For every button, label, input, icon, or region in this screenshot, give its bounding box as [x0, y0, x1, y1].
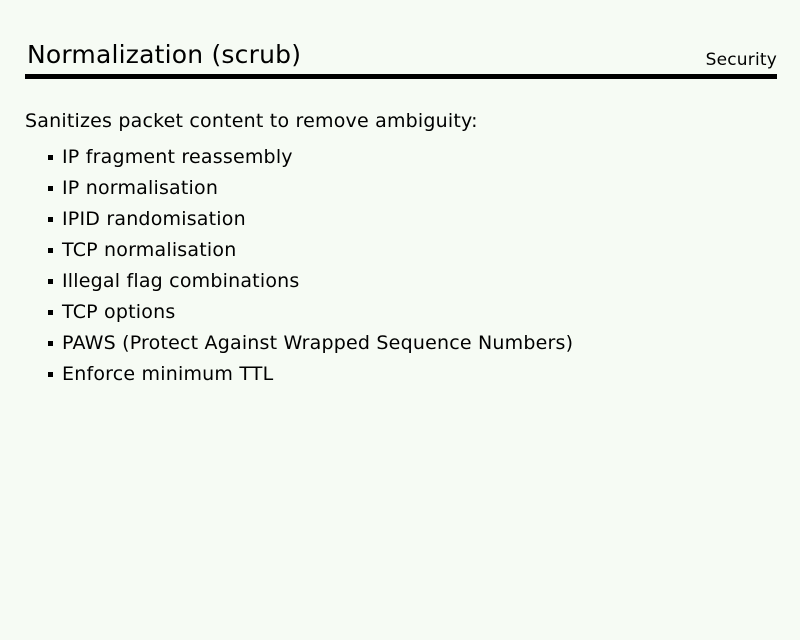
bullet-square-icon [48, 186, 53, 191]
intro-text: Sanitizes packet content to remove ambig… [25, 110, 478, 132]
bullet-square-icon [48, 372, 53, 377]
list-item: TCP options [48, 297, 800, 328]
list-item-label: Illegal flag combinations [62, 270, 300, 292]
slide-category-label: Security [705, 50, 777, 70]
list-item: IP fragment reassembly [48, 142, 800, 173]
list-item: IPID randomisation [48, 204, 800, 235]
bullet-square-icon [48, 279, 53, 284]
list-item-label: IPID randomisation [62, 208, 246, 230]
list-item-label: IP normalisation [62, 177, 219, 199]
bullet-square-icon [48, 310, 53, 315]
bullet-square-icon [48, 248, 53, 253]
list-item-label: PAWS (Protect Against Wrapped Sequence N… [62, 332, 574, 354]
list-item: TCP normalisation [48, 235, 800, 266]
list-item: Illegal flag combinations [48, 266, 800, 297]
bullet-list: IP fragment reassembly IP normalisation … [48, 142, 800, 390]
list-item-label: IP fragment reassembly [62, 146, 293, 168]
list-item-label: TCP normalisation [62, 239, 237, 261]
list-item: PAWS (Protect Against Wrapped Sequence N… [48, 328, 800, 359]
list-item: IP normalisation [48, 173, 800, 204]
list-item-label: Enforce minimum TTL [62, 363, 274, 385]
title-rule-divider [25, 74, 777, 79]
bullet-square-icon [48, 155, 53, 160]
slide-title: Normalization (scrub) [27, 40, 302, 69]
list-item-label: TCP options [62, 301, 176, 323]
bullet-square-icon [48, 217, 53, 222]
list-item: Enforce minimum TTL [48, 359, 800, 390]
bullet-square-icon [48, 341, 53, 346]
